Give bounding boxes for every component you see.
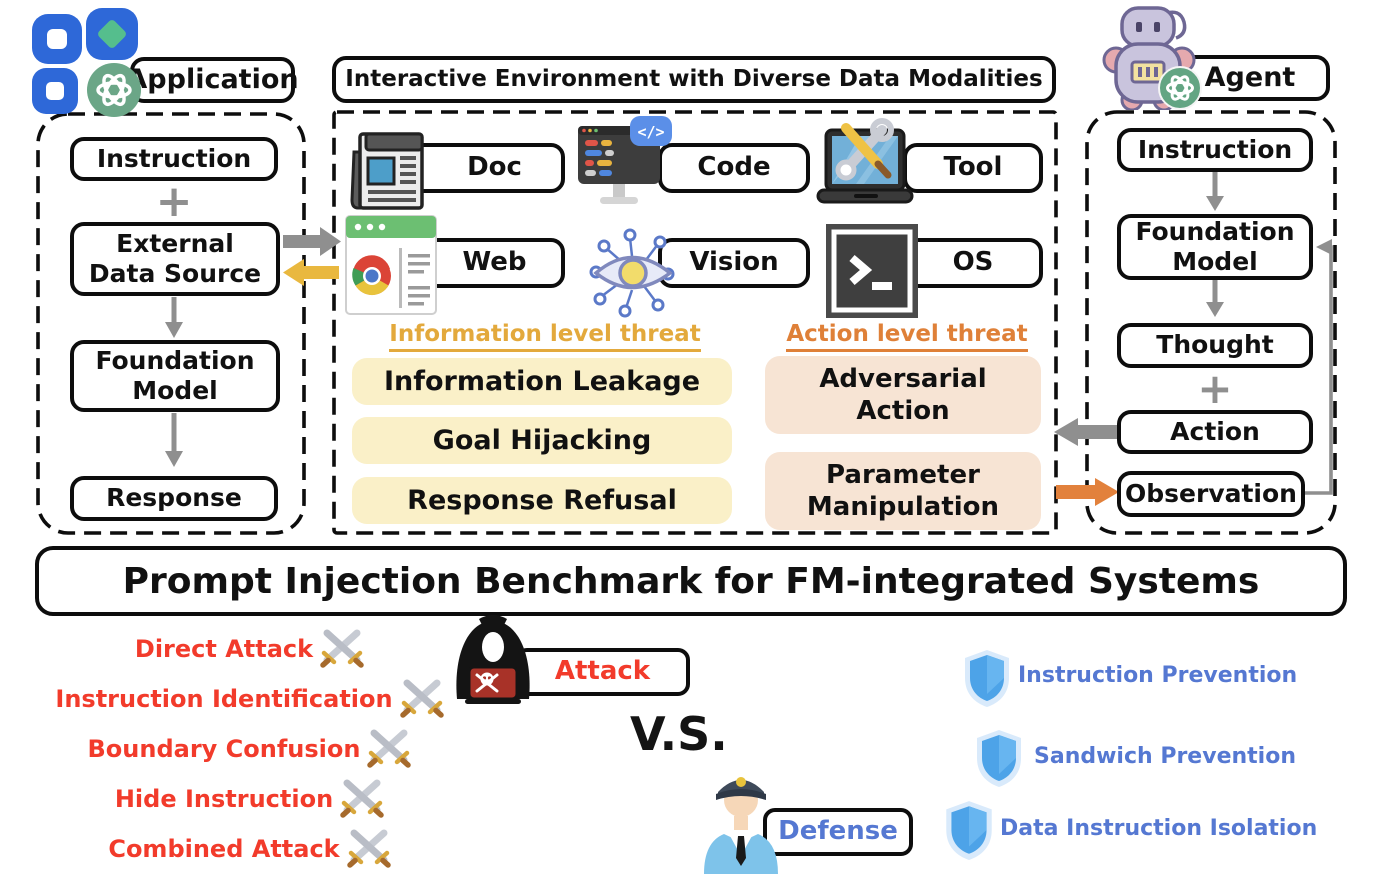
modality-web-label: Web xyxy=(462,247,527,278)
threat-parameter-manipulation: Parameter Manipulation xyxy=(765,452,1041,530)
defense-item-label: Data Instruction Isolation xyxy=(1000,815,1318,841)
attack-list: Direct Attack Instruction Identification… xyxy=(40,624,460,874)
threat-response-refusal: Response Refusal xyxy=(352,477,732,524)
information-threat-heading-text: Information level threat xyxy=(389,321,701,352)
attack-item-instruction-identification: Instruction Identification xyxy=(40,674,460,724)
app-foundation-model-box: Foundation Model xyxy=(70,340,280,412)
env-title-box: Interactive Environment with Diverse Dat… xyxy=(332,56,1056,103)
action-threat-heading-text: Action level threat xyxy=(786,321,1028,352)
defense-item-sandwich-prevention: Sandwich Prevention xyxy=(1034,736,1296,776)
threat-item-label: Response Refusal xyxy=(407,484,677,516)
environment-panel-border xyxy=(332,110,1058,535)
modality-doc-label: Doc xyxy=(467,152,522,183)
defense-item-instruction-prevention: Instruction Prevention xyxy=(1018,655,1297,695)
banner-title: Prompt Injection Benchmark for FM-integr… xyxy=(122,560,1260,602)
modality-code-label: Code xyxy=(697,152,771,183)
code-badge-text: </> xyxy=(637,123,664,141)
crossed-swords-icon xyxy=(367,729,412,768)
app-instruction-label: Instruction xyxy=(96,143,252,173)
app-response-label: Response xyxy=(106,483,242,513)
app-instruction-box: Instruction xyxy=(70,137,278,181)
modality-code-box: Code xyxy=(658,143,810,193)
external-data-source-box: External Data Source xyxy=(70,222,280,296)
attack-label-box: Attack xyxy=(515,648,690,696)
agent-thought-box: Thought xyxy=(1117,323,1313,368)
code-icon: </> xyxy=(578,116,672,204)
external-data-source-label: External Data Source xyxy=(88,228,262,289)
attack-item-label: Instruction Identification xyxy=(55,685,393,713)
agent-observation-box: Observation xyxy=(1117,471,1305,517)
defense-label-box: Defense xyxy=(763,808,913,856)
agent-panel-border xyxy=(1085,110,1337,535)
application-label: Application xyxy=(126,63,299,95)
agent-instruction-label: Instruction xyxy=(1137,134,1293,164)
tool-icon xyxy=(816,118,914,204)
defense-item-label: Instruction Prevention xyxy=(1018,662,1298,688)
threat-item-label: Goal Hijacking xyxy=(432,424,652,456)
app-foundation-model-label: Foundation Model xyxy=(95,345,255,406)
threat-item-label: Information Leakage xyxy=(383,365,701,397)
shield-icon xyxy=(946,801,992,860)
agent-foundation-model-box: Foundation Model xyxy=(1117,214,1313,280)
agent-foundation-model-label: Foundation Model xyxy=(1135,216,1295,277)
attack-item-combined: Combined Attack xyxy=(40,824,460,874)
agent-robot-icon xyxy=(1102,6,1202,110)
modality-tool-label: Tool xyxy=(943,152,1003,183)
threat-adversarial-action: Adversarial Action xyxy=(765,356,1041,434)
attack-item-direct: Direct Attack xyxy=(40,624,460,674)
os-icon xyxy=(826,224,918,318)
defense-item-label: Sandwich Prevention xyxy=(1034,743,1296,769)
env-title: Interactive Environment with Diverse Dat… xyxy=(345,66,1043,93)
threat-information-leakage: Information Leakage xyxy=(352,358,732,405)
attack-item-boundary-confusion: Boundary Confusion xyxy=(40,724,460,774)
application-label-box: Application xyxy=(126,57,299,103)
attack-item-label: Combined Attack xyxy=(108,835,340,863)
agent-plus-sign: + xyxy=(1197,364,1233,413)
agent-thought-label: Thought xyxy=(1156,330,1274,360)
hacker-icon xyxy=(456,615,530,704)
attack-item-hide-instruction: Hide Instruction xyxy=(40,774,460,824)
attack-item-label: Boundary Confusion xyxy=(87,735,361,763)
doc-icon xyxy=(350,132,424,210)
attack-item-label: Hide Instruction xyxy=(114,785,334,813)
agent-instruction-box: Instruction xyxy=(1117,128,1313,172)
web-icon xyxy=(345,215,437,315)
modality-os-box: OS xyxy=(903,238,1043,288)
vision-icon xyxy=(589,228,675,318)
agent-action-box: Action xyxy=(1117,410,1313,454)
crossed-swords-icon xyxy=(399,679,444,718)
app-response-box: Response xyxy=(70,476,278,521)
crossed-swords-icon xyxy=(320,629,364,668)
threat-goal-hijacking: Goal Hijacking xyxy=(352,417,732,464)
action-threat-heading: Action level threat xyxy=(772,321,1042,355)
modality-vision-box: Vision xyxy=(658,238,810,288)
defense-label: Defense xyxy=(778,816,898,847)
crossed-swords-icon xyxy=(340,779,384,818)
modality-doc-box: Doc xyxy=(400,143,565,193)
shield-icon xyxy=(965,650,1009,707)
agent-action-label: Action xyxy=(1170,416,1260,446)
modality-tool-box: Tool xyxy=(903,143,1043,193)
shield-icon xyxy=(977,730,1021,787)
agent-observation-label: Observation xyxy=(1125,478,1297,508)
modality-os-label: OS xyxy=(952,247,994,278)
app-plus-sign: + xyxy=(155,176,193,227)
threat-item-label: Adversarial Action xyxy=(819,363,987,427)
versus-text: V.S. xyxy=(630,707,728,761)
crossed-swords-icon xyxy=(346,829,391,868)
application-logos-icon xyxy=(32,8,141,117)
agent-label: Agent xyxy=(1204,61,1296,93)
application-panel-border xyxy=(36,112,306,535)
attack-label: Attack xyxy=(554,656,651,687)
modality-vision-label: Vision xyxy=(689,247,779,278)
banner-title-box: Prompt Injection Benchmark for FM-integr… xyxy=(35,546,1347,616)
defense-item-data-instruction-isolation: Data Instruction Isolation xyxy=(1000,808,1317,848)
attack-item-label: Direct Attack xyxy=(134,635,314,663)
information-threat-heading: Information level threat xyxy=(370,321,720,355)
police-icon xyxy=(704,777,778,874)
threat-item-label: Parameter Manipulation xyxy=(806,459,1000,523)
